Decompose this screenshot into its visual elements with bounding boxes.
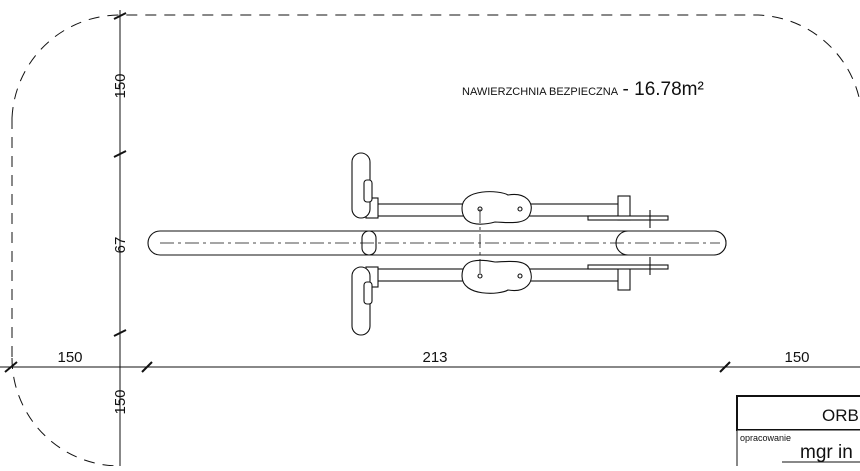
lower-pedal (587, 264, 669, 270)
lower-footplate (461, 259, 532, 294)
equipment-top-view (147, 152, 727, 336)
dim-left-top: 150 (112, 73, 129, 98)
dimension-ticks (4, 12, 731, 373)
title-block-signature: mgr in (800, 442, 853, 463)
title-block-label: opracowanie (740, 433, 791, 443)
dimension-lines (0, 10, 860, 466)
dim-bottom-middle: 213 (422, 349, 447, 366)
title-block-title: ORBIT (822, 406, 860, 425)
dim-left-bottom: 150 (112, 389, 129, 414)
dim-left-middle: 67 (112, 237, 129, 254)
upper-footplate (461, 191, 532, 225)
area-value: 16.78m² (634, 79, 704, 100)
dim-bottom-right: 150 (784, 349, 809, 366)
upper-pedal (587, 215, 669, 221)
area-note: NAWIERZCHNIA BEZPIECZNA - 16.78m² (462, 79, 704, 100)
area-separator: - (623, 79, 635, 100)
center-lines (160, 209, 720, 276)
dim-bottom-left: 150 (57, 349, 82, 366)
title-block (736, 395, 860, 471)
area-label: NAWIERZCHNIA BEZPIECZNA (462, 86, 619, 98)
